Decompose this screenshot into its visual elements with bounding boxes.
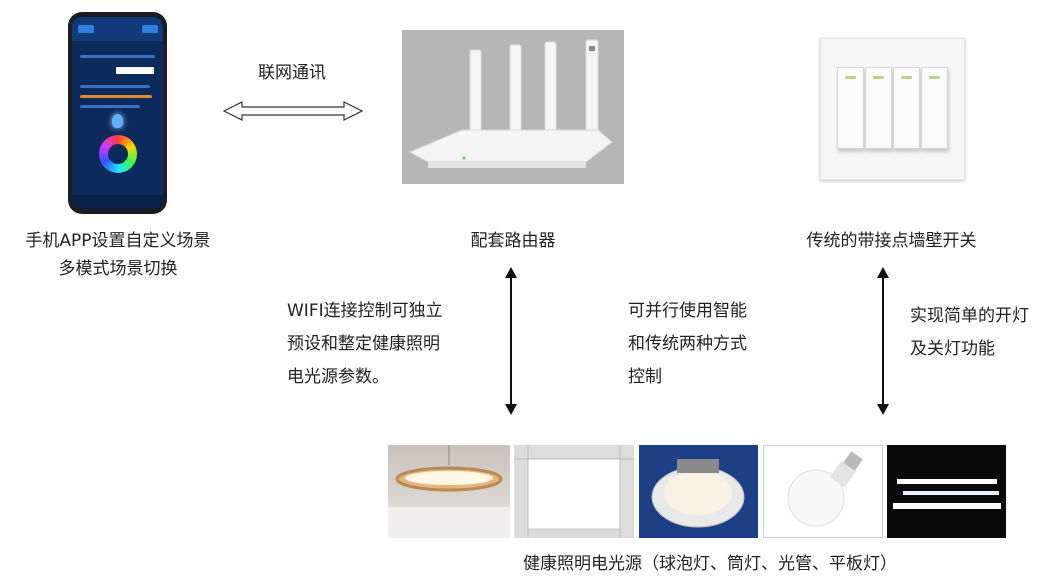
- switch-indicator: [929, 76, 940, 79]
- switch-rocker: [921, 67, 948, 149]
- bulb-lamp-image: [763, 445, 883, 538]
- switch-caption: 传统的带接点墙壁开关: [806, 231, 977, 251]
- wifi-text-line: 电光源参数。: [287, 367, 389, 387]
- downlight-icon: [651, 459, 745, 528]
- ring-pendant-lamp-image: [388, 445, 510, 538]
- panel-light-icon: [514, 445, 634, 538]
- phone-caption-line1: 手机APP设置自定义场景: [25, 231, 211, 251]
- switch-indicator: [845, 76, 856, 79]
- parallel-text-line: 和传统两种方式: [628, 334, 747, 354]
- phone-caption-line2: 多模式场景切换: [58, 259, 178, 279]
- app-screen: [72, 17, 163, 209]
- router-icon: [408, 39, 613, 168]
- network-label: 联网通讯: [258, 63, 326, 83]
- switch-text-line: 及关灯功能: [910, 339, 995, 359]
- wifi-text-line: WIFI连接控制可独立: [287, 301, 443, 321]
- parallel-text-line: 控制: [628, 367, 662, 387]
- switch-text-line: 实现简单的开灯: [910, 306, 1029, 326]
- parallel-control-text: 可并行使用智能 和传统两种方式 控制: [628, 295, 747, 394]
- wall-switch-image: [820, 38, 965, 180]
- app-back-button-icon: [78, 25, 94, 33]
- pendant-lamp-icon: [388, 445, 510, 538]
- tube-light-icon: [893, 479, 1001, 509]
- wifi-text-line: 预设和整定健康照明: [287, 334, 440, 354]
- app-input-field: [116, 67, 154, 74]
- switch-lights-double-arrow-icon: [877, 267, 889, 415]
- bottom-caption: 健康照明电光源（球泡灯、筒灯、光管、平板灯）: [523, 554, 897, 574]
- switch-rocker: [893, 67, 920, 149]
- double-headed-hollow-arrow-icon: [222, 101, 364, 121]
- router-caption: 配套路由器: [470, 231, 556, 251]
- bulb-icon: [112, 114, 123, 128]
- switch-function-text: 实现简单的开灯 及关灯功能: [910, 300, 1029, 366]
- app-option-row: [80, 85, 150, 88]
- app-option-row: [80, 105, 140, 108]
- switch-rocker: [865, 67, 892, 149]
- flat-panel-light-image: [514, 445, 634, 538]
- wifi-control-text: WIFI连接控制可独立 预设和整定健康照明 电光源参数。: [287, 295, 443, 394]
- switch-rocker: [837, 67, 864, 149]
- downlight-image: [639, 445, 758, 538]
- smartphone-app-image: [68, 12, 167, 214]
- tube-light-image: [887, 445, 1006, 538]
- switch-indicator: [901, 76, 912, 79]
- router-lights-double-arrow-icon: [505, 267, 517, 415]
- parallel-text-line: 可并行使用智能: [628, 301, 747, 321]
- color-wheel-icon: [99, 135, 137, 173]
- app-menu-button-icon: [142, 25, 158, 33]
- app-slider-row: [80, 55, 155, 58]
- app-bottom-nav: [72, 195, 163, 209]
- bulb-icon: [787, 451, 863, 527]
- router-image: [402, 30, 624, 184]
- switch-indicator: [873, 76, 884, 79]
- app-option-row: [80, 95, 152, 98]
